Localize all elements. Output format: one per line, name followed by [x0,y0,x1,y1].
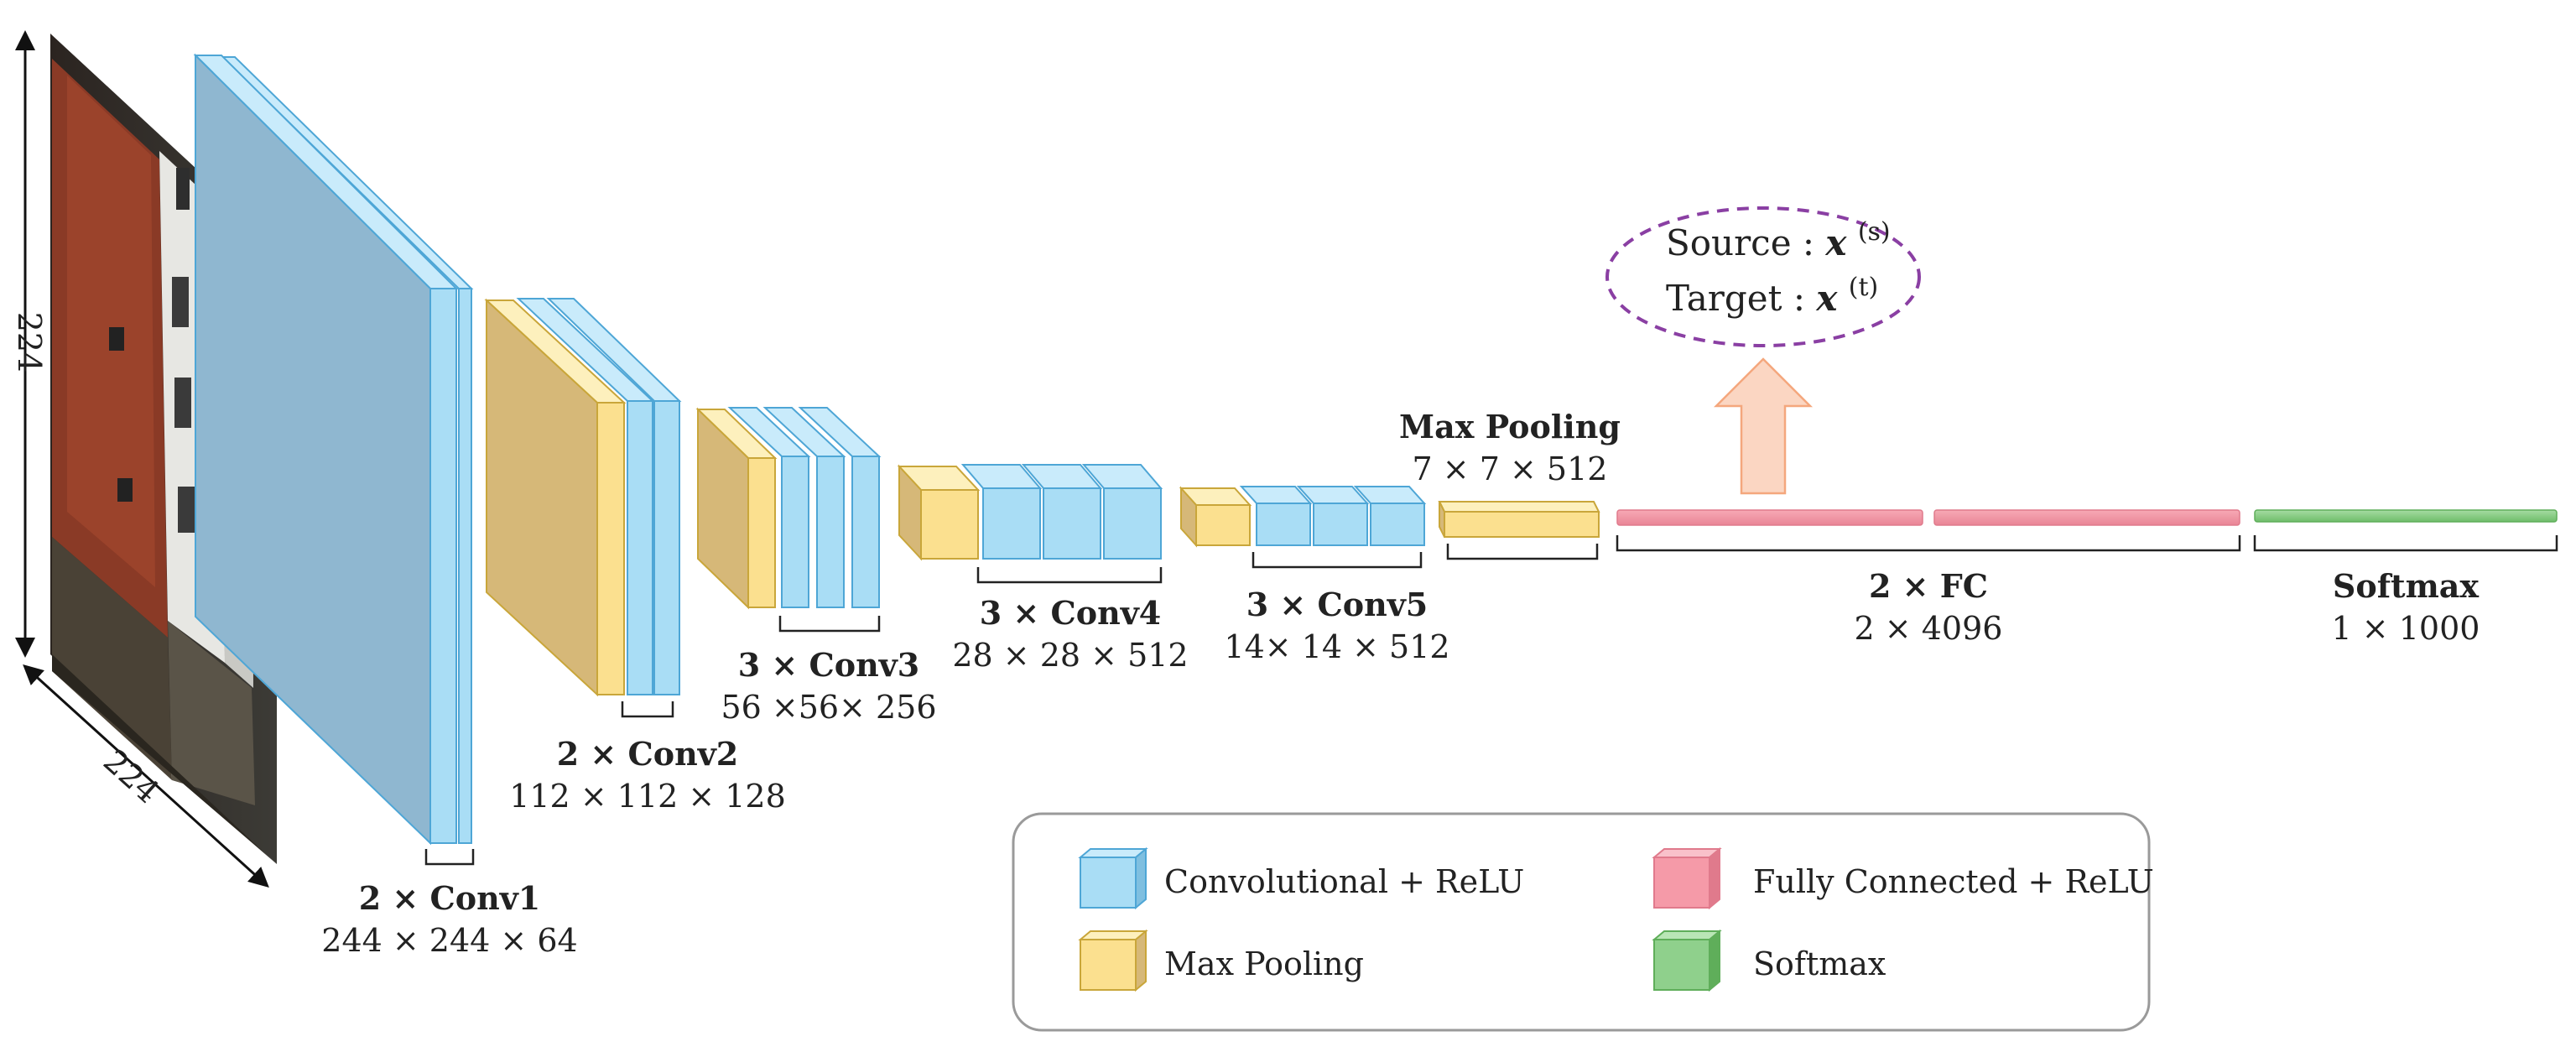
input-height-label: 224 [11,312,48,373]
conv1-name: 2 × Conv1 [359,879,540,917]
legend-swatch-fc [1652,846,1722,910]
conv2-name: 2 × Conv2 [557,735,738,773]
conv3-block [727,407,882,608]
maxpool-name: Max Pooling [1399,408,1621,445]
callout-target-var: x [1815,278,1838,319]
legend-label-fc: Fully Connected + ReLU [1753,863,2154,900]
pool4-block [1179,486,1252,548]
layer-brackets [424,535,2558,866]
pool2-block [695,407,778,610]
legend-swatch-conv [1078,846,1148,910]
conv3-dims: 56 ×56× 256 [721,689,936,726]
feature-callout-ellipse [1605,206,1921,347]
conv5-name: 3 × Conv5 [1246,586,1428,623]
legend-label-pool: Max Pooling [1164,945,1364,982]
softmax-dims: 1 × 1000 [2332,610,2480,647]
softmax-name: Softmax [2333,567,2480,605]
callout-source-label: Source : [1666,222,1825,263]
legend-box [1012,812,2151,1032]
softmax-block [2254,509,2558,523]
callout-target-label: Target : [1666,278,1816,319]
legend-label-softmax: Softmax [1753,945,1886,982]
legend: Convolutional + ReLU Fully Connected + R… [1012,812,2154,1032]
callout-source-sup: (s) [1858,217,1891,247]
feature-arrow [1713,357,1814,495]
conv5-dims: 14× 14 × 512 [1224,628,1449,665]
conv2-dims: 112 × 112 × 128 [509,778,786,815]
callout-target-sup: (t) [1849,273,1878,302]
legend-label-conv: Convolutional + ReLU [1164,863,1524,900]
fc-dims: 2 × 4096 [1855,610,2003,647]
input-width-arrow [23,664,269,888]
conv4-dims: 28 × 28 × 512 [952,637,1188,674]
conv2-block [516,298,682,695]
conv1-dims: 244 × 244 × 64 [321,922,577,959]
conv4-block [960,464,1163,560]
callout-source: Source : x (s) [1666,217,1891,263]
legend-swatch-pool [1078,929,1148,992]
conv5-block [1239,486,1427,546]
callout-target: Target : x (t) [1666,273,1878,319]
fc-name: 2 × FC [1869,567,1988,605]
fc-block [1616,509,2240,526]
legend-swatch-softmax [1652,929,1722,992]
maxpool-dims: 7 × 7 × 512 [1413,450,1608,487]
conv4-name: 3 × Conv4 [980,594,1161,632]
conv1-block [193,53,474,846]
callout-source-var: x [1824,222,1847,263]
conv3-name: 3 × Conv3 [738,646,919,684]
maxpool-final-block [1438,501,1600,538]
pool1-block [484,298,627,697]
pool3-block [897,464,981,561]
